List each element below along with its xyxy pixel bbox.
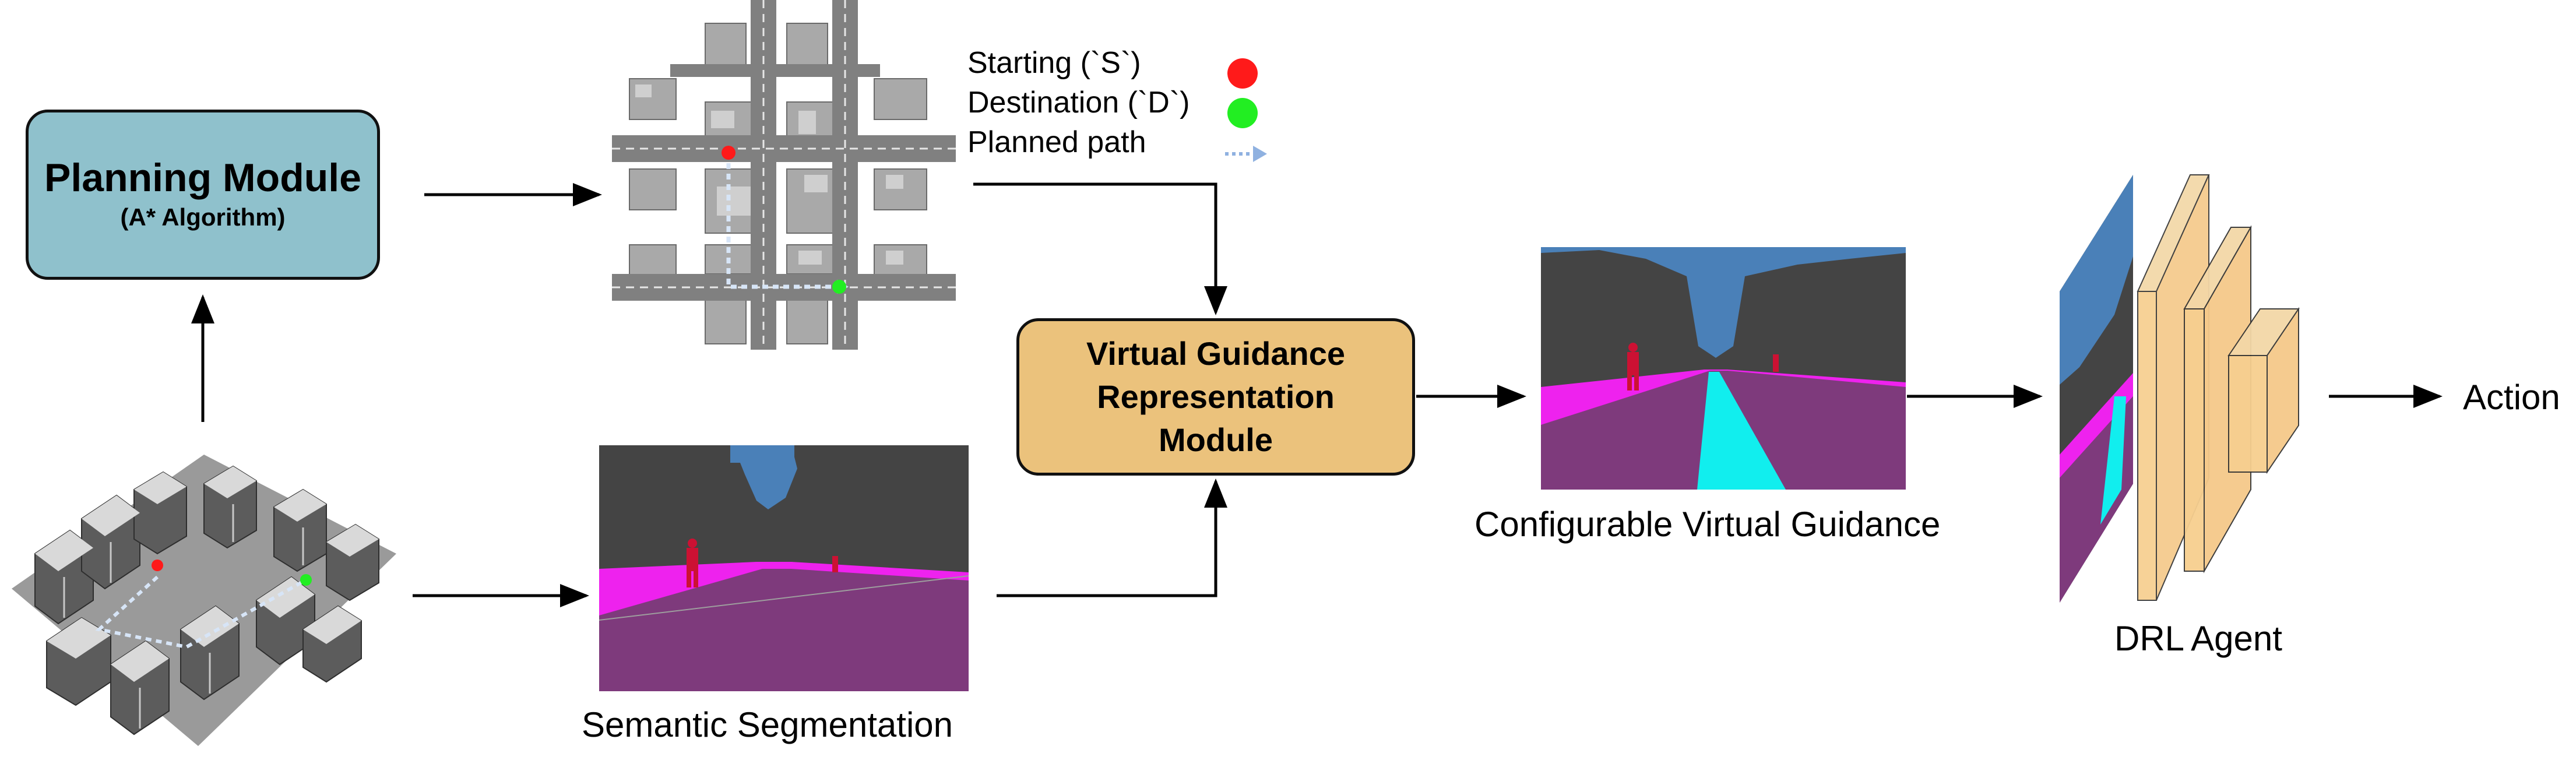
caption-drl-agent: DRL Agent xyxy=(2114,619,2282,658)
legend-starting-label: Starting (`S`) xyxy=(967,46,1141,80)
city-planned-path xyxy=(95,575,307,649)
planning-module-title: Planning Module xyxy=(44,156,361,200)
destination-point-marker xyxy=(832,280,846,294)
start-point-marker xyxy=(722,146,736,160)
city-destination-marker xyxy=(300,574,312,586)
virtual-guidance-module-box: Virtual Guidance Representation Module xyxy=(1016,318,1415,476)
caption-configurable-virtual-guidance: Configurable Virtual Guidance xyxy=(1474,505,1941,544)
planned-path xyxy=(726,153,838,289)
city-start-marker xyxy=(152,560,163,571)
semantic-segmentation-image xyxy=(599,445,969,691)
red-dot-icon xyxy=(1227,58,1258,89)
drl-agent-network xyxy=(2060,174,2300,603)
caption-semantic-segmentation: Semantic Segmentation xyxy=(582,705,953,744)
seg-pedestrians xyxy=(687,539,838,587)
planning-module-subtitle: (A* Algorithm) xyxy=(120,203,286,231)
legend-planned-path-label: Planned path xyxy=(967,125,1146,159)
vg-module-line-1: Virtual Guidance xyxy=(1086,335,1345,372)
vg-module-line-2: Representation xyxy=(1097,378,1335,415)
green-dot-icon xyxy=(1227,98,1258,128)
dotted-arrow-icon xyxy=(1225,146,1267,162)
planning-module-box: Planning Module (A* Algorithm) xyxy=(26,110,380,280)
agent-layer-2 xyxy=(2183,225,2252,573)
city-buildings xyxy=(34,465,379,736)
agent-input-slab xyxy=(2060,175,2133,603)
seg-road xyxy=(599,569,969,691)
vg-module-line-3: Module xyxy=(1159,421,1273,458)
arrow-segmentation-to-vg xyxy=(997,478,1227,597)
configurable-guidance-image xyxy=(1541,247,1906,490)
guidance-pedestrians xyxy=(1627,343,1779,390)
map-block-pattern xyxy=(612,0,956,350)
3d-city-rendering xyxy=(12,455,396,746)
legend-destination-label: Destination (`D`) xyxy=(967,86,1190,119)
arrow-map-to-vg xyxy=(973,182,1227,315)
caption-action: Action xyxy=(2463,378,2560,417)
top-down-city-map xyxy=(612,0,956,350)
agent-layer-3 xyxy=(2227,307,2300,474)
guidance-sky xyxy=(1541,247,1906,358)
guidance-path xyxy=(1697,372,1786,490)
